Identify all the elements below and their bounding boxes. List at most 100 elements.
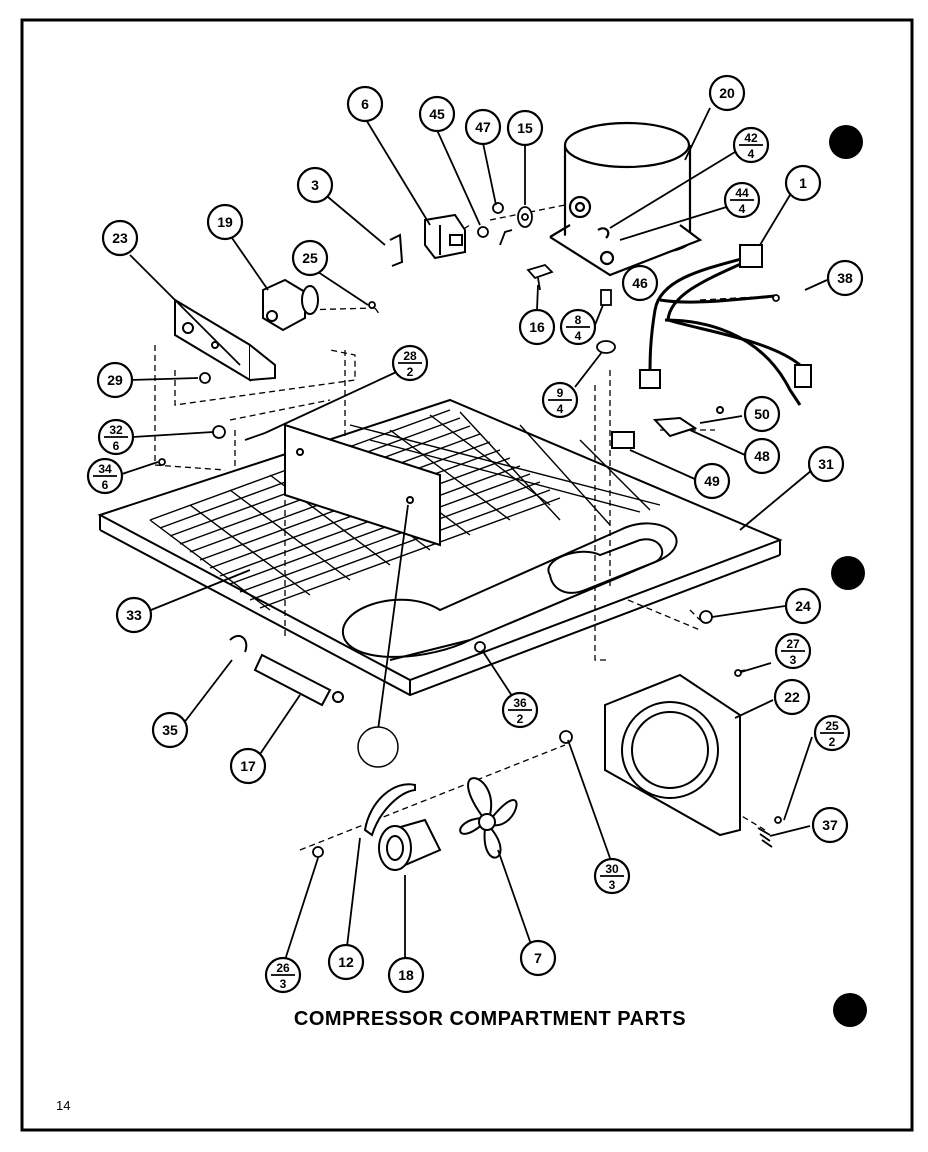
- callout-label: 18: [398, 967, 414, 983]
- callout-c48: 48: [743, 437, 781, 475]
- callout-label: 6: [361, 96, 369, 112]
- callout-c29: 29: [96, 361, 134, 399]
- fraction-callout-f8: 84: [559, 308, 597, 346]
- callout-label: 45: [429, 106, 445, 122]
- page-border: [20, 18, 914, 1132]
- callout-number: 9: [557, 386, 564, 400]
- callout-label: 7: [534, 950, 542, 966]
- callout-label: 37: [822, 817, 838, 833]
- callout-number: 42: [744, 131, 758, 145]
- callout-label: 25: [302, 250, 318, 266]
- callout-number: 32: [109, 423, 123, 437]
- callout-label: 47: [475, 119, 491, 135]
- empty-callout: [357, 726, 399, 768]
- callout-quantity: 6: [102, 478, 109, 492]
- fraction-callout-f27: 273: [774, 632, 812, 670]
- registration-dot: [833, 993, 867, 1027]
- callout-label: 19: [217, 214, 233, 230]
- callout-label: 15: [517, 120, 533, 136]
- terminal-block: [611, 406, 724, 449]
- fasteners: [158, 294, 782, 858]
- registration-dot: [831, 556, 865, 590]
- callout-label: 38: [837, 270, 853, 286]
- callout-c31: 31: [807, 445, 845, 483]
- callout-number: 25: [825, 719, 839, 733]
- callout-c15: 15: [506, 109, 544, 147]
- callout-label: 24: [795, 598, 811, 614]
- callout-c49: 49: [693, 462, 731, 500]
- callout-c35: 35: [151, 711, 189, 749]
- callout-c6: 6: [346, 85, 384, 123]
- relay: [424, 213, 466, 260]
- callout-quantity: 4: [575, 329, 582, 343]
- callout-quantity: 4: [739, 202, 746, 216]
- callout-label: 49: [704, 473, 720, 489]
- callout-c47: 47: [464, 108, 502, 146]
- callout-quantity: 2: [517, 712, 524, 726]
- callout-c25a: 25: [291, 239, 329, 277]
- fraction-callout-f28: 282: [391, 344, 429, 382]
- fraction-callout-f32: 326: [97, 418, 135, 456]
- callout-c38: 38: [826, 259, 864, 297]
- callout-label: 20: [719, 85, 735, 101]
- callout-layer: 1367121516171819202223242529313335373845…: [86, 74, 864, 994]
- fan-blade: [459, 777, 518, 859]
- callout-c18: 18: [387, 956, 425, 994]
- fraction-callout-f36: 362: [501, 691, 539, 729]
- callout-c7: 7: [519, 939, 557, 977]
- callout-label: 35: [162, 722, 178, 738]
- callout-quantity: 4: [748, 147, 755, 161]
- callout-c33: 33: [115, 596, 153, 634]
- callout-c3: 3: [296, 166, 334, 204]
- callout-number: 27: [786, 637, 800, 651]
- fan-motor: [363, 783, 442, 871]
- callout-number: 8: [575, 313, 582, 327]
- callout-c20: 20: [708, 74, 746, 112]
- callout-label: 1: [799, 175, 807, 191]
- callout-label: 23: [112, 230, 128, 246]
- callout-c16: 16: [518, 308, 556, 346]
- callout-c46: 46: [621, 264, 659, 302]
- callout-c45: 45: [418, 95, 456, 133]
- callout-quantity: 3: [609, 878, 616, 892]
- callout-number: 34: [98, 462, 112, 476]
- callout-label: 17: [240, 758, 256, 774]
- callout-label: 22: [784, 689, 800, 705]
- fan-shroud: [604, 673, 741, 837]
- callout-c12: 12: [327, 943, 365, 981]
- callout-quantity: 2: [407, 365, 414, 379]
- fraction-callout-f30: 303: [593, 857, 631, 895]
- fraction-callout-f9: 94: [541, 381, 579, 419]
- callout-number: 36: [513, 696, 527, 710]
- callout-label: 33: [126, 607, 142, 623]
- drain-tube: [229, 634, 344, 707]
- callout-c1: 1: [784, 164, 822, 202]
- callout-label: 12: [338, 954, 354, 970]
- fraction-callout-f25b: 252: [813, 714, 851, 752]
- small-fittings: [477, 202, 616, 354]
- wire-harness: [639, 244, 812, 406]
- callout-c50: 50: [743, 395, 781, 433]
- callout-c23: 23: [101, 219, 139, 257]
- callout-label: 50: [754, 406, 770, 422]
- page-number: 14: [56, 1098, 71, 1113]
- fraction-callout-f44: 444: [723, 181, 761, 219]
- callout-label: 16: [529, 319, 545, 335]
- callout-c17: 17: [229, 747, 267, 785]
- fraction-callout-f26: 263: [264, 956, 302, 994]
- callout-number: 30: [605, 862, 619, 876]
- callout-label: 29: [107, 372, 123, 388]
- callout-label: 3: [311, 177, 319, 193]
- control-bracket: [174, 298, 276, 382]
- callout-number: 26: [276, 961, 290, 975]
- callout-c24: 24: [784, 587, 822, 625]
- registration-dot: [829, 125, 863, 159]
- callout-label: 48: [754, 448, 770, 464]
- fraction-callout-f42: 424: [732, 126, 770, 164]
- callout-c19: 19: [206, 203, 244, 241]
- callout-quantity: 6: [113, 439, 120, 453]
- callout-quantity: 4: [557, 402, 564, 416]
- callout-quantity: 3: [280, 977, 287, 991]
